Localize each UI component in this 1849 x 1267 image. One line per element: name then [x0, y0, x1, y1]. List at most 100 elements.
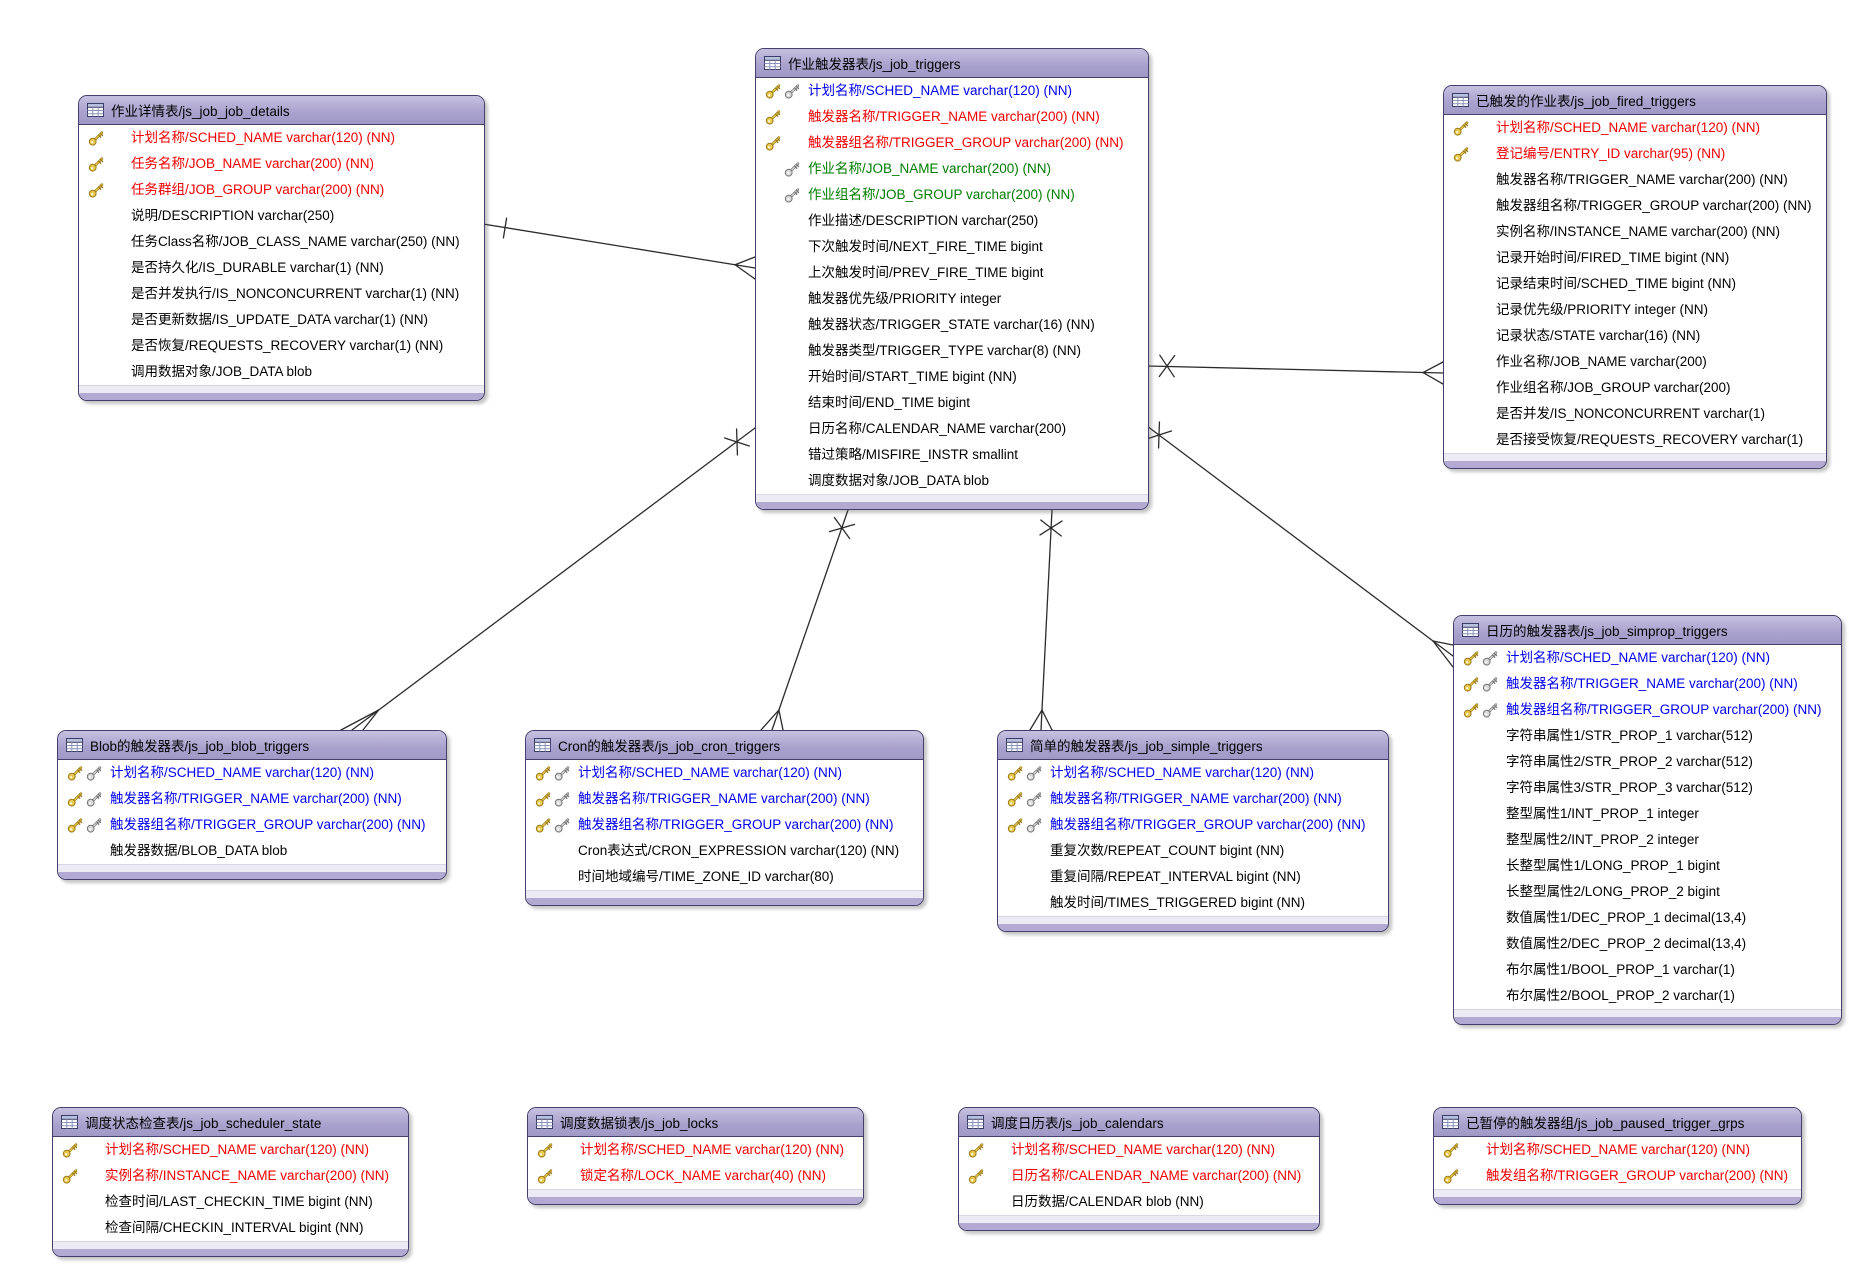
field-row[interactable]: 重复次数/REPEAT_COUNT bigint (NN): [998, 838, 1388, 864]
table-header[interactable]: Blob的触发器表/js_job_blob_triggers: [58, 731, 446, 760]
field-row[interactable]: 触发器优先级/PRIORITY integer: [756, 286, 1148, 312]
field-row[interactable]: 计划名称/SCHED_NAME varchar(120) (NN): [1444, 115, 1826, 141]
table-header[interactable]: 简单的触发器表/js_job_simple_triggers: [998, 731, 1388, 760]
field-row[interactable]: 计划名称/SCHED_NAME varchar(120) (NN): [1434, 1137, 1801, 1163]
field-row[interactable]: 作业组名称/JOB_GROUP varchar(200) (NN): [756, 182, 1148, 208]
field-row[interactable]: 字符串属性3/STR_PROP_3 varchar(512): [1454, 775, 1841, 801]
table-header[interactable]: 日历的触发器表/js_job_simprop_triggers: [1454, 616, 1841, 645]
table-header[interactable]: 调度日历表/js_job_calendars: [959, 1108, 1319, 1137]
field-row[interactable]: 计划名称/SCHED_NAME varchar(120) (NN): [53, 1137, 408, 1163]
field-row[interactable]: 时间地域编号/TIME_ZONE_ID varchar(80): [526, 864, 923, 890]
field-row[interactable]: 作业名称/JOB_NAME varchar(200) (NN): [756, 156, 1148, 182]
field-row[interactable]: 触发器名称/TRIGGER_NAME varchar(200) (NN): [1454, 671, 1841, 697]
field-row[interactable]: 日历名称/CALENDAR_NAME varchar(200): [756, 416, 1148, 442]
field-row[interactable]: 计划名称/SCHED_NAME varchar(120) (NN): [528, 1137, 863, 1163]
field-row[interactable]: 是否并发执行/IS_NONCONCURRENT varchar(1) (NN): [79, 281, 484, 307]
field-row[interactable]: 计划名称/SCHED_NAME varchar(120) (NN): [756, 78, 1148, 104]
field-row[interactable]: 触发器名称/TRIGGER_NAME varchar(200) (NN): [756, 104, 1148, 130]
field-row[interactable]: 说明/DESCRIPTION varchar(250): [79, 203, 484, 229]
field-row[interactable]: 数值属性2/DEC_PROP_2 decimal(13,4): [1454, 931, 1841, 957]
field-row[interactable]: 整型属性2/INT_PROP_2 integer: [1454, 827, 1841, 853]
field-row[interactable]: 是否更新数据/IS_UPDATE_DATA varchar(1) (NN): [79, 307, 484, 333]
field-row[interactable]: 检查间隔/CHECKIN_INTERVAL bigint (NN): [53, 1215, 408, 1241]
field-row[interactable]: 布尔属性1/BOOL_PROP_1 varchar(1): [1454, 957, 1841, 983]
field-row[interactable]: 触发器名称/TRIGGER_NAME varchar(200) (NN): [526, 786, 923, 812]
table-header[interactable]: 作业触发器表/js_job_triggers: [756, 49, 1148, 78]
field-row[interactable]: 锁定名称/LOCK_NAME varchar(40) (NN): [528, 1163, 863, 1189]
field-row[interactable]: 长整型属性2/LONG_PROP_2 bigint: [1454, 879, 1841, 905]
table-header[interactable]: 已暂停的触发器组/js_job_paused_trigger_grps: [1434, 1108, 1801, 1137]
field-row[interactable]: 计划名称/SCHED_NAME varchar(120) (NN): [58, 760, 446, 786]
field-row[interactable]: 触发器名称/TRIGGER_NAME varchar(200) (NN): [1444, 167, 1826, 193]
field-row[interactable]: 作业名称/JOB_NAME varchar(200): [1444, 349, 1826, 375]
field-row[interactable]: 数值属性1/DEC_PROP_1 decimal(13,4): [1454, 905, 1841, 931]
field-row[interactable]: 触发器名称/TRIGGER_NAME varchar(200) (NN): [998, 786, 1388, 812]
field-row[interactable]: 字符串属性2/STR_PROP_2 varchar(512): [1454, 749, 1841, 775]
field-row[interactable]: 触发器组名称/TRIGGER_GROUP varchar(200) (NN): [58, 812, 446, 838]
table-header[interactable]: 调度状态检查表/js_job_scheduler_state: [53, 1108, 408, 1137]
field-row[interactable]: 重复间隔/REPEAT_INTERVAL bigint (NN): [998, 864, 1388, 890]
field-row[interactable]: 实例名称/INSTANCE_NAME varchar(200) (NN): [53, 1163, 408, 1189]
field-row[interactable]: 触发器组名称/TRIGGER_GROUP varchar(200) (NN): [1454, 697, 1841, 723]
field-row[interactable]: 作业组名称/JOB_GROUP varchar(200): [1444, 375, 1826, 401]
field-row[interactable]: 计划名称/SCHED_NAME varchar(120) (NN): [1454, 645, 1841, 671]
field-row[interactable]: 登记编号/ENTRY_ID varchar(95) (NN): [1444, 141, 1826, 167]
field-row[interactable]: 作业描述/DESCRIPTION varchar(250): [756, 208, 1148, 234]
field-row[interactable]: 字符串属性1/STR_PROP_1 varchar(512): [1454, 723, 1841, 749]
table-header[interactable]: 已触发的作业表/js_job_fired_triggers: [1444, 86, 1826, 115]
table-header[interactable]: Cron的触发器表/js_job_cron_triggers: [526, 731, 923, 760]
field-row[interactable]: 触发组名称/TRIGGER_GROUP varchar(200) (NN): [1434, 1163, 1801, 1189]
field-row[interactable]: 整型属性1/INT_PROP_1 integer: [1454, 801, 1841, 827]
field-row[interactable]: 触发器组名称/TRIGGER_GROUP varchar(200) (NN): [526, 812, 923, 838]
field-row[interactable]: 触发器名称/TRIGGER_NAME varchar(200) (NN): [58, 786, 446, 812]
field-row[interactable]: 任务名称/JOB_NAME varchar(200) (NN): [79, 151, 484, 177]
field-row[interactable]: 错过策略/MISFIRE_INSTR smallint: [756, 442, 1148, 468]
field-row[interactable]: 开始时间/START_TIME bigint (NN): [756, 364, 1148, 390]
table-header[interactable]: 调度数据锁表/js_job_locks: [528, 1108, 863, 1137]
field-row[interactable]: 记录状态/STATE varchar(16) (NN): [1444, 323, 1826, 349]
field-row[interactable]: 触发时间/TIMES_TRIGGERED bigint (NN): [998, 890, 1388, 916]
table-header[interactable]: 作业详情表/js_job_job_details: [79, 96, 484, 125]
field-row[interactable]: 布尔属性2/BOOL_PROP_2 varchar(1): [1454, 983, 1841, 1009]
field-row[interactable]: 记录开始时间/FIRED_TIME bigint (NN): [1444, 245, 1826, 271]
field-row[interactable]: 长整型属性1/LONG_PROP_1 bigint: [1454, 853, 1841, 879]
field-row[interactable]: 任务群组/JOB_GROUP varchar(200) (NN): [79, 177, 484, 203]
field-row[interactable]: 触发器组名称/TRIGGER_GROUP varchar(200) (NN): [1444, 193, 1826, 219]
field-row[interactable]: 触发器类型/TRIGGER_TYPE varchar(8) (NN): [756, 338, 1148, 364]
field-row[interactable]: 调度数据对象/JOB_DATA blob: [756, 468, 1148, 494]
field-row[interactable]: 触发器组名称/TRIGGER_GROUP varchar(200) (NN): [998, 812, 1388, 838]
field-row[interactable]: 调用数据对象/JOB_DATA blob: [79, 359, 484, 385]
field-row[interactable]: 是否持久化/IS_DURABLE varchar(1) (NN): [79, 255, 484, 281]
field-row[interactable]: 计划名称/SCHED_NAME varchar(120) (NN): [79, 125, 484, 151]
field-row[interactable]: 是否恢复/REQUESTS_RECOVERY varchar(1) (NN): [79, 333, 484, 359]
field-row[interactable]: 计划名称/SCHED_NAME varchar(120) (NN): [526, 760, 923, 786]
field-row[interactable]: 日历名称/CALENDAR_NAME varchar(200) (NN): [959, 1163, 1319, 1189]
field-row[interactable]: 计划名称/SCHED_NAME varchar(120) (NN): [998, 760, 1388, 786]
field-row[interactable]: 任务Class名称/JOB_CLASS_NAME varchar(250) (N…: [79, 229, 484, 255]
field-row[interactable]: 检查时间/LAST_CHECKIN_TIME bigint (NN): [53, 1189, 408, 1215]
field-row[interactable]: 日历数据/CALENDAR blob (NN): [959, 1189, 1319, 1215]
field-row[interactable]: 触发器状态/TRIGGER_STATE varchar(16) (NN): [756, 312, 1148, 338]
field-row[interactable]: Cron表达式/CRON_EXPRESSION varchar(120) (NN…: [526, 838, 923, 864]
field-row[interactable]: 实例名称/INSTANCE_NAME varchar(200) (NN): [1444, 219, 1826, 245]
field-row[interactable]: 上次触发时间/PREV_FIRE_TIME bigint: [756, 260, 1148, 286]
field-row[interactable]: 是否接受恢复/REQUESTS_RECOVERY varchar(1): [1444, 427, 1826, 453]
field-row[interactable]: 记录优先级/PRIORITY integer (NN): [1444, 297, 1826, 323]
field-row[interactable]: 记录结束时间/SCHED_TIME bigint (NN): [1444, 271, 1826, 297]
field-row[interactable]: 触发器数据/BLOB_DATA blob: [58, 838, 446, 864]
field-row[interactable]: 计划名称/SCHED_NAME varchar(120) (NN): [959, 1137, 1319, 1163]
field-row[interactable]: 是否并发/IS_NONCONCURRENT varchar(1): [1444, 401, 1826, 427]
field-row[interactable]: 触发器组名称/TRIGGER_GROUP varchar(200) (NN): [756, 130, 1148, 156]
field-row[interactable]: 下次触发时间/NEXT_FIRE_TIME bigint: [756, 234, 1148, 260]
